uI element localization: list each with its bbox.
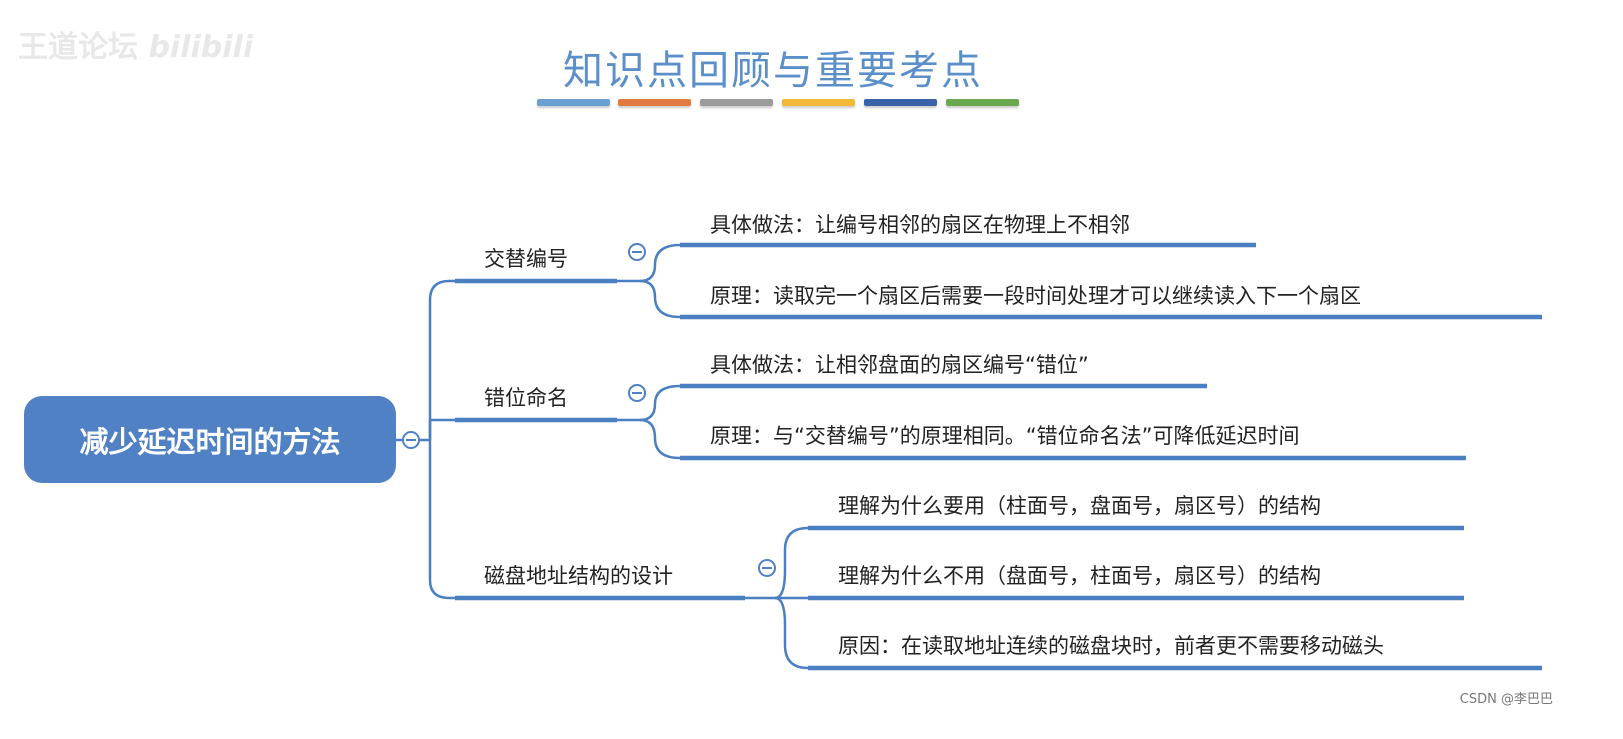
leaf-node[interactable]: 具体做法：让相邻盘面的扇区编号“错位”	[710, 353, 1089, 377]
leaf-node[interactable]: 原理：读取完一个扇区后需要一段时间处理才可以继续读入下一个扇区	[710, 284, 1361, 308]
title-bar	[537, 99, 610, 106]
title-bar	[700, 99, 773, 106]
leaf-node[interactable]: 理解为什么不用（盘面号，柱面号，扇区号）的结构	[838, 564, 1321, 588]
collapse-icon[interactable]	[628, 243, 646, 261]
collapse-icon[interactable]	[758, 559, 776, 577]
leaf-node[interactable]: 具体做法：让编号相邻的扇区在物理上不相邻	[710, 213, 1130, 237]
footer-credit: CSDN @李巴巴	[1459, 692, 1553, 707]
watermark-logo: 王道论坛 bilibili	[18, 30, 254, 65]
branch-node[interactable]: 错位命名	[484, 386, 568, 410]
leaf-node[interactable]: 理解为什么要用（柱面号，盘面号，扇区号）的结构	[838, 494, 1321, 518]
branch-node[interactable]: 交替编号	[484, 247, 568, 271]
leaf-node[interactable]: 原因：在读取地址连续的磁盘块时，前者更不需要移动磁头	[838, 634, 1384, 658]
page-title: 知识点回顾与重要考点	[563, 48, 983, 94]
title-bar	[946, 99, 1019, 106]
branch-node[interactable]: 磁盘地址结构的设计	[484, 564, 673, 588]
collapse-icon[interactable]	[628, 384, 646, 402]
root-node[interactable]: 减少延迟时间的方法	[24, 396, 396, 483]
leaf-node[interactable]: 原理：与“交替编号”的原理相同。“错位命名法”可降低延迟时间	[710, 424, 1300, 448]
title-bar	[618, 99, 691, 106]
title-bar	[782, 99, 855, 106]
root-label: 减少延迟时间的方法	[79, 424, 341, 459]
collapse-icon[interactable]	[402, 431, 420, 449]
title-bar	[864, 99, 937, 106]
